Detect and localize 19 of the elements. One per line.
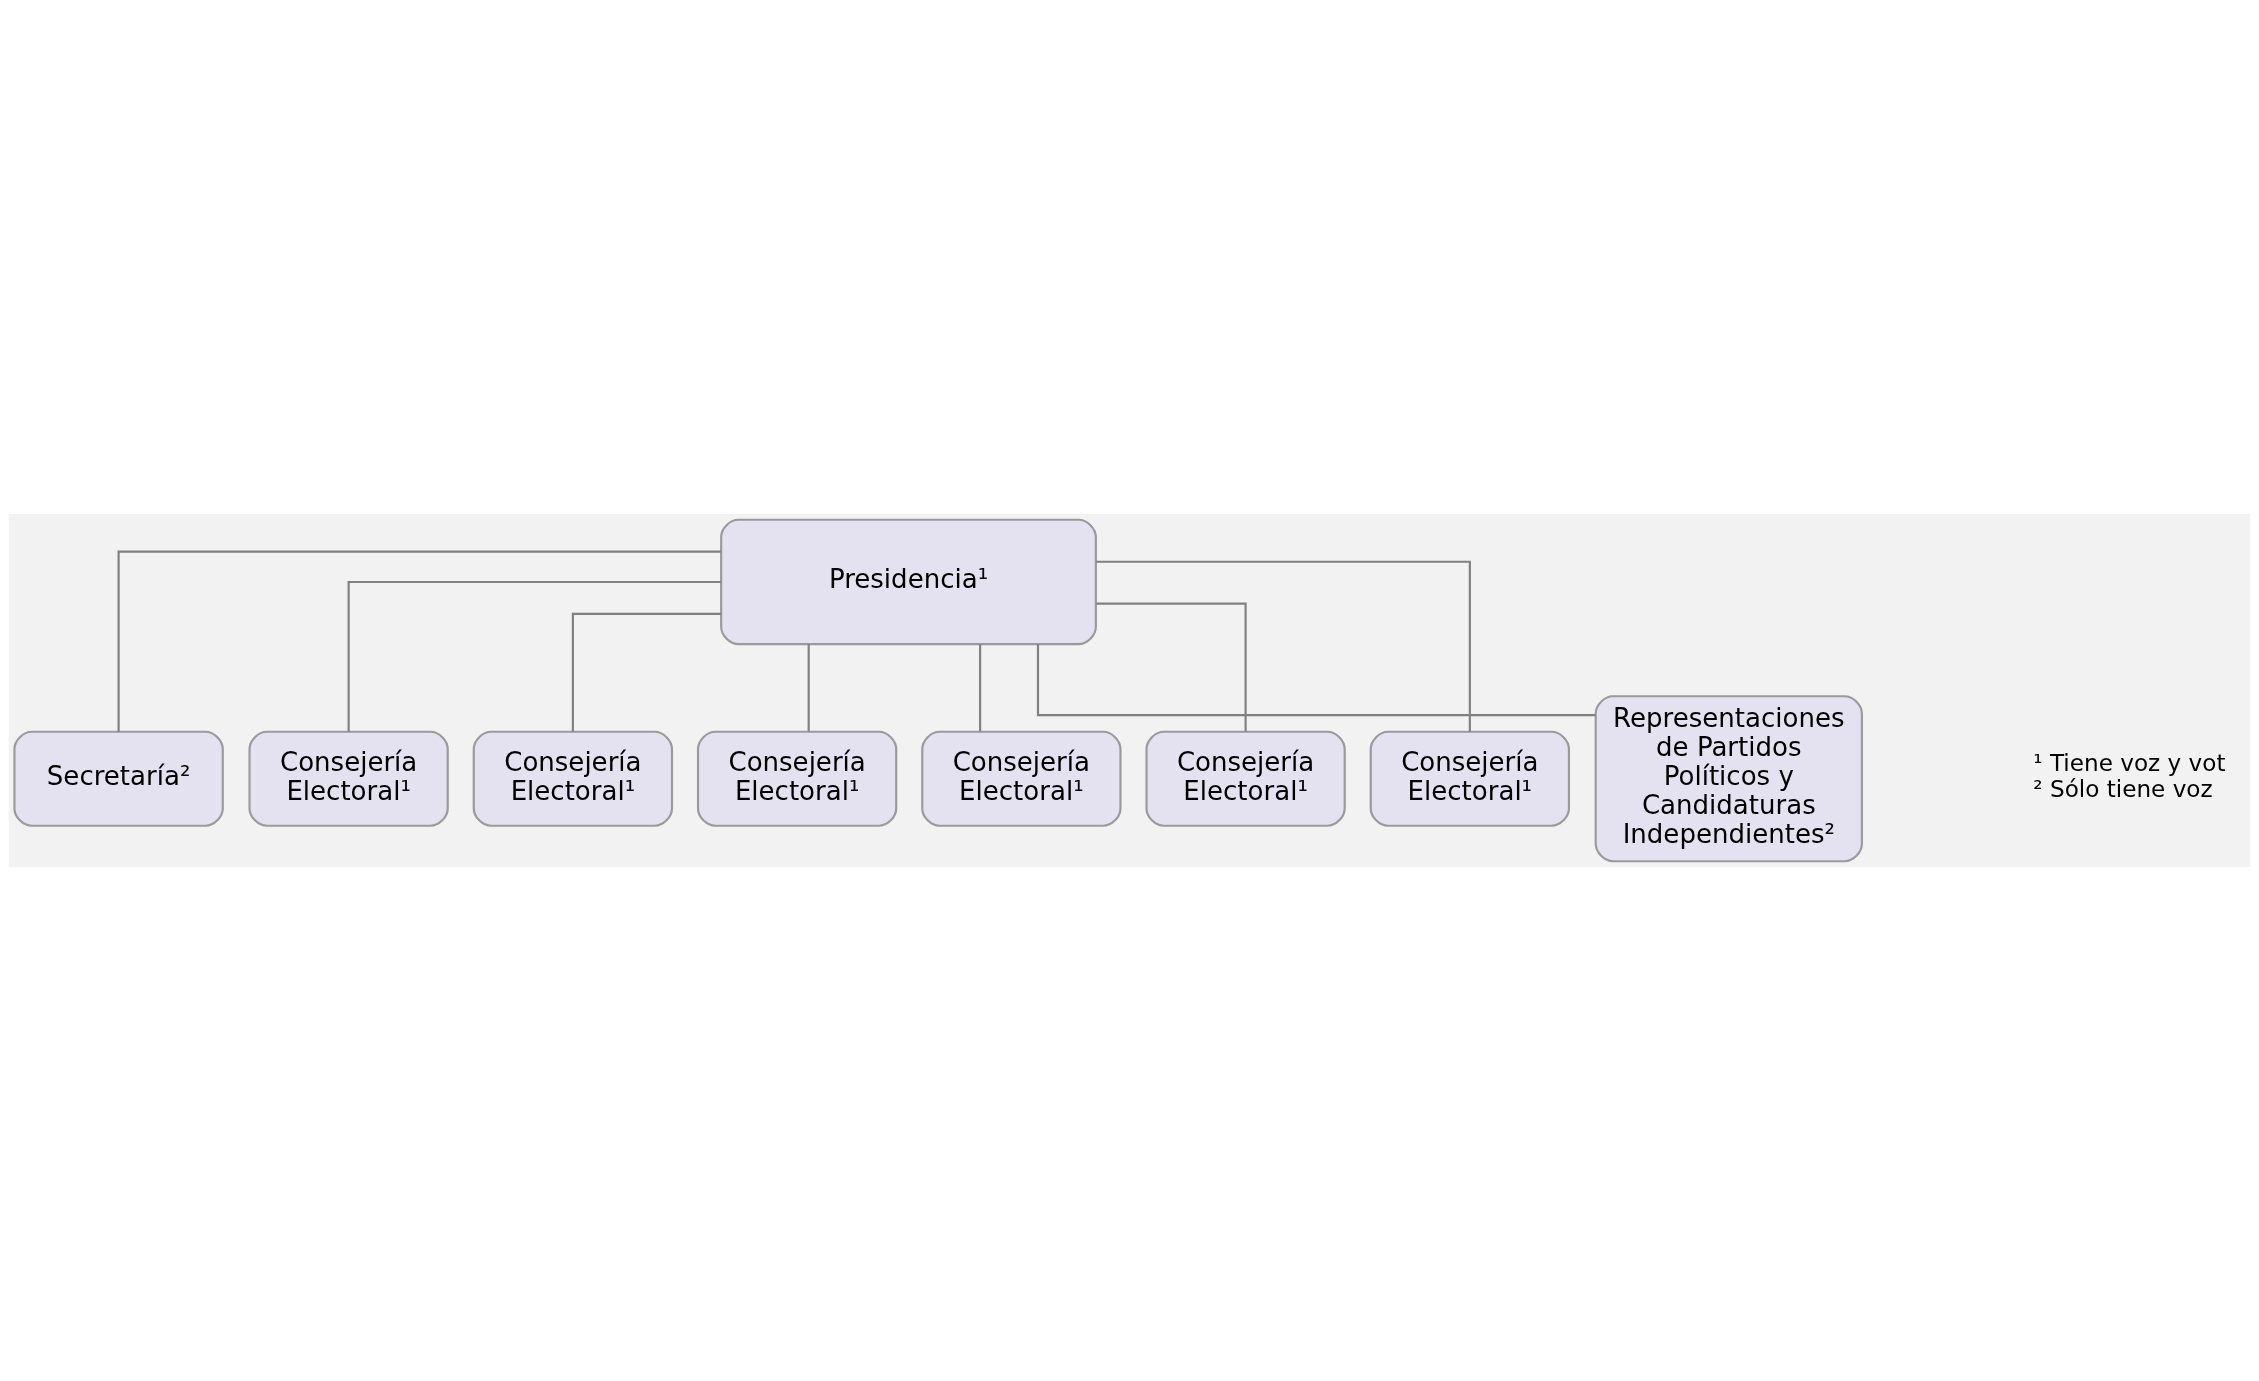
label: ¹ Tiene voz y vot: [2033, 750, 2226, 777]
node-box: Consejería Electoral¹: [248, 730, 449, 827]
connector: [1096, 560, 1471, 732]
node-box: Consejería Electoral¹: [1145, 730, 1346, 827]
connector: [1096, 602, 1247, 732]
node-box: Consejería Electoral¹: [1369, 730, 1571, 827]
connector: [347, 580, 721, 732]
connector: [979, 644, 982, 732]
node-box: Secretaría²: [13, 730, 224, 827]
connector: [807, 644, 810, 732]
node-box: Consejería Electoral¹: [472, 730, 674, 827]
node-box: Representaciones de Partidos Políticos y Candidaturas Independientes²: [1594, 695, 1863, 863]
label: ² Sólo tiene voz: [2033, 776, 2213, 803]
connector: [1036, 644, 1596, 717]
node-box: Presidencia¹: [720, 518, 1097, 646]
node-box: Consejería Electoral¹: [696, 730, 898, 827]
node-box: Consejería Electoral¹: [921, 730, 1122, 827]
connector: [117, 550, 721, 732]
connector: [571, 612, 722, 732]
